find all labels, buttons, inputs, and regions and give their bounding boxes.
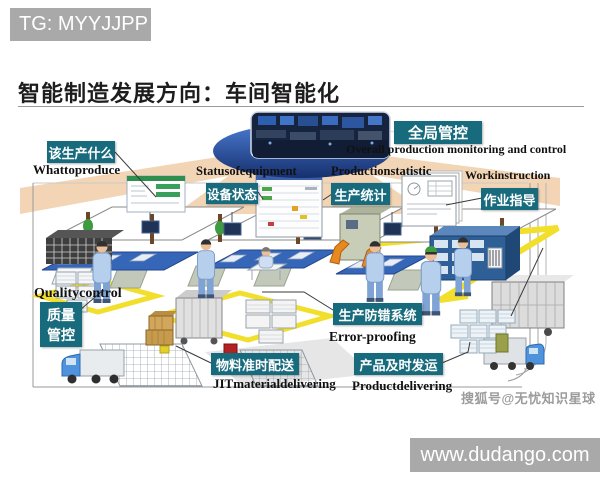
label-production-statistic-en: Productionstatistic <box>331 164 432 178</box>
connector-lines <box>79 151 544 364</box>
blue-rack <box>429 226 520 281</box>
dashboard-screenshot <box>255 174 323 238</box>
callout-status-of-equipment: 设备状态 <box>206 183 258 204</box>
callout-production-statistic: 生产统计 <box>331 183 390 205</box>
control-room-photo <box>250 111 391 159</box>
watermark: 搜狐号@无忧知识星球 <box>461 391 596 406</box>
bottom-url-bar: www.dudango.com <box>410 438 600 472</box>
seated-worker <box>246 247 288 280</box>
mes-form-screenshot <box>126 175 186 213</box>
label-product-delivering-en: Productdelivering <box>352 378 453 393</box>
callout-jit-material-delivering: 物料准时配送 <box>211 353 299 375</box>
delivery-truck-left <box>61 349 125 384</box>
work-instruction-document <box>401 170 463 227</box>
callout-what-to-produce: 该生产什么 <box>47 141 115 163</box>
callout-work-instruction: 作业指导 <box>481 188 538 210</box>
label-what-to-produce-en: Whattoproduce <box>33 162 121 177</box>
label-quality-control-en: Qualitycontrol <box>34 286 122 301</box>
green-cap <box>425 246 437 252</box>
page-title: 智能制造发展方向：车间智能化 <box>18 81 341 106</box>
callout-quality-control: 质量管控 <box>40 302 82 347</box>
callout-product-delivering: 产品及时发运 <box>354 353 443 375</box>
label-global-control-en: Overall production monitoring and contro… <box>346 142 567 156</box>
label-work-instruction-en: Workinstruction <box>465 168 551 182</box>
workers <box>92 236 473 317</box>
label-status-of-equipment-en: Statusofequipment <box>196 164 297 178</box>
pallet-stack-middle <box>245 299 297 344</box>
wooden-crates <box>145 311 176 354</box>
label-error-proofing-en: Error-proofing <box>329 329 416 344</box>
machine-pedestals <box>109 265 427 291</box>
callout-global-control: 全局管控 <box>394 121 482 144</box>
title-underline <box>18 106 584 107</box>
label-jit-material-delivering-en: JITmaterialdelivering <box>213 376 336 391</box>
finished-goods-stacks <box>450 309 516 354</box>
top-badge: TG: MYYJJPP <box>10 8 151 41</box>
callout-error-proofing: 生产防错系统 <box>333 303 422 325</box>
